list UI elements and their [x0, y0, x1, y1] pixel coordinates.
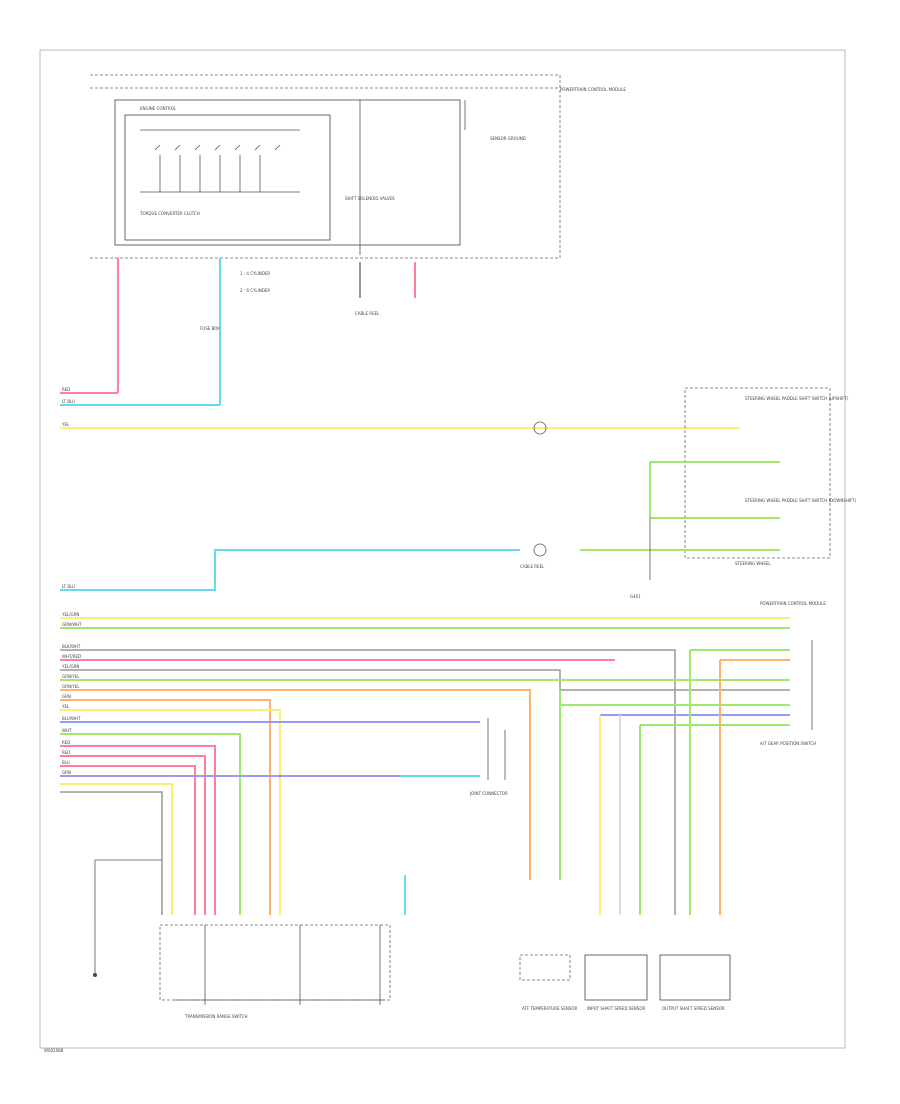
wire-label: WHT [62, 728, 72, 733]
diagram-frame [39, 49, 846, 1049]
atf-temp-label: ATF TEMPERATURE SENSOR [522, 1006, 578, 1011]
output-sensor-label: OUTPUT SHAFT SPEED SENSOR [662, 1006, 725, 1011]
input-sensor-label: INPUT SHAFT SPEED SENSOR [587, 1006, 646, 1011]
transmission-range-switch: TRANSMISSION RANGE SWITCH [93, 859, 391, 1019]
wire-label: LT BLU [62, 399, 75, 404]
wire-labels: RED LT BLU YEL LT BLU YEL/GRN GRN/WHT BL… [61, 387, 82, 775]
wire-label: BLU/WHT [62, 716, 81, 721]
fuse-box-label: FUSE BOX [200, 326, 220, 331]
legend-2: 2 : 6 CYLINDER [240, 288, 270, 293]
wire-label: YEL/GRN [61, 664, 79, 669]
wire-label: GRN/WHT [62, 622, 82, 627]
wire-label: YEL [61, 704, 70, 709]
steering-wheel-label: STEERING WHEEL [735, 561, 771, 566]
steering-wheel-box [684, 387, 831, 559]
footer-code: W002088 [44, 1048, 64, 1053]
pcm-sub-box [124, 114, 331, 241]
wire-label: GRN/YEL [62, 684, 80, 689]
connector-2 [533, 543, 547, 557]
wire-label: WHT/RED [62, 654, 81, 659]
output-speed-sensor: OUTPUT SHAFT SPEED SENSOR [659, 954, 731, 1011]
wire-label: GRN [62, 694, 71, 699]
legend-1: 1 : 4 CYLINDER [240, 271, 270, 276]
atf-temp-sensor: ATF TEMPERATURE SENSOR [519, 954, 578, 1011]
ground-label: G401 [630, 594, 641, 599]
wire-label: GRN/YEL [62, 674, 80, 679]
pcm-right-label: POWERTRAIN CONTROL MODULE [760, 601, 826, 606]
wire-label: LT BLU [62, 584, 75, 589]
tcm-left-label: TRANSMISSION RANGE SWITCH [184, 1014, 248, 1019]
tcc-label: TORQUE CONVERTER CLUTCH [139, 211, 200, 216]
wire-ltblu-lower [60, 549, 520, 591]
wire-label: RED [62, 750, 70, 755]
sensor-ground-label: SENSOR GROUND [490, 136, 526, 141]
data-link-label: CABLE REEL [355, 311, 380, 316]
wire-label: YEL/GRN [61, 612, 79, 617]
pcm-label: POWERTRAIN CONTROL MODULE [560, 87, 626, 92]
neutral-label: A/T GEAR POSITION SWITCH [760, 741, 816, 746]
connector-1 [533, 421, 547, 435]
wire-label: RED [62, 387, 70, 392]
wire-label: YEL [61, 422, 70, 427]
pcm-inner-box [114, 99, 461, 246]
wire-label: RED [62, 740, 70, 745]
bus-wires [60, 617, 790, 915]
input-speed-sensor: INPUT SHAFT SPEED SENSOR [584, 954, 648, 1011]
wire-label: GRN [62, 770, 71, 775]
switch-a-label: STEERING WHEEL PADDLE SHIFT SWITCH (UPSH… [745, 396, 849, 401]
pcm-block: POWERTRAIN CONTROL MODULE ENGINE CONTROL… [90, 74, 626, 259]
wire-label: BLK/WHT [62, 644, 81, 649]
joint-connector-label: JOINT CONNECTOR [469, 791, 508, 796]
switch-b-label: STEERING WHEEL PADDLE SHIFT SWITCH (DOWN… [745, 498, 857, 503]
shift-solenoid-label: SHIFT SOLENOID VALVES [345, 196, 395, 201]
pcm-inner-label: ENGINE CONTROL [140, 106, 177, 111]
wire-label: BLU [62, 760, 70, 765]
cable-reel-label: CABLE REEL [520, 564, 545, 569]
